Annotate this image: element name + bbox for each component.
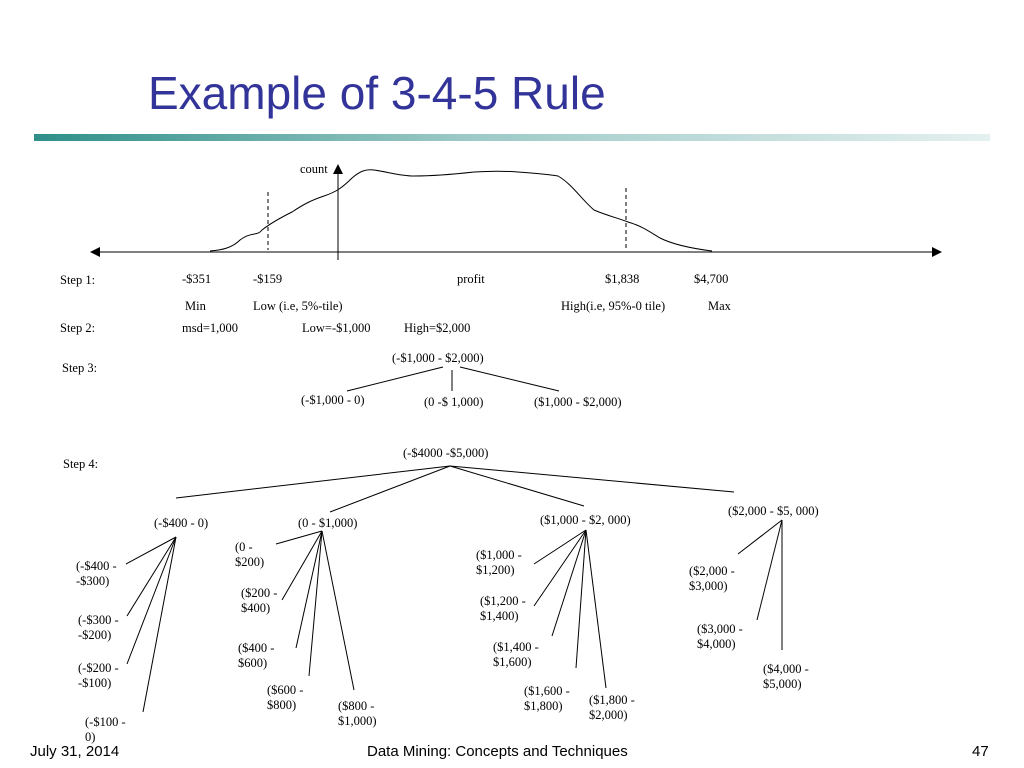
footer-title: Data Mining: Concepts and Techniques	[367, 743, 628, 760]
step1-label: Step 1:	[60, 273, 96, 287]
interval-label: ($3,000 - $4,000)	[697, 622, 743, 651]
max-label: Max	[708, 299, 731, 313]
high-value: $1,838	[605, 272, 640, 286]
interval-label: (-$100 - 0)	[85, 715, 126, 744]
count-axis-arrow	[333, 164, 343, 174]
interval-label: ($4,000 - $5,000)	[763, 662, 809, 691]
step2-high: High=$2,000	[404, 321, 471, 335]
step3-child: ($1,000 - $2,000)	[534, 395, 622, 409]
distribution-curve	[209, 169, 713, 252]
step4-root: (-$4000 -$5,000)	[403, 446, 489, 460]
high-label: High(i.e, 95%-0 tile)	[561, 299, 666, 313]
min-value: -$351	[182, 272, 212, 286]
interval-label: ($600 - $800)	[267, 683, 304, 712]
step4-group-label: (-$400 - 0)	[154, 516, 209, 530]
interval-label: (-$200 - -$100)	[78, 661, 119, 690]
count-label: count	[300, 162, 328, 176]
interval-label: ($1,400 - $1,600)	[493, 640, 539, 669]
page-number: 47	[972, 743, 989, 760]
step4-group-label: ($2,000 - $5, 000)	[728, 504, 819, 518]
axis-right-arrow	[932, 247, 942, 257]
step4-group-label: (0 - $1,000)	[298, 516, 358, 530]
profit-label: profit	[457, 272, 485, 286]
interval-label: (-$400 - -$300)	[76, 559, 117, 588]
interval-label: ($1,000 - $1,200)	[476, 548, 522, 577]
interval-label: ($200 - $400)	[241, 586, 278, 615]
interval-label: ($400 - $600)	[238, 641, 275, 670]
step3-label: Step 3:	[62, 361, 98, 375]
interval-label: ($2,000 - $3,000)	[689, 564, 735, 593]
low-value: -$159	[253, 272, 283, 286]
step3-child: (-$1,000 - 0)	[301, 393, 365, 407]
step2-low: Low=-$1,000	[302, 321, 371, 335]
interval-label: (0 - $200)	[235, 540, 265, 569]
low-label: Low (i.e, 5%-tile)	[253, 299, 343, 313]
title-underline	[34, 134, 990, 141]
interval-label: ($1,800 - $2,000)	[589, 693, 635, 722]
interval-label: (-$300 - -$200)	[78, 613, 119, 642]
slide-title: Example of 3-4-5 Rule	[148, 67, 606, 119]
msd-value: msd=1,000	[182, 321, 239, 335]
step2-label: Step 2:	[60, 321, 96, 335]
axis-left-arrow	[90, 247, 100, 257]
step4-group-label: ($1,000 - $2, 000)	[540, 513, 631, 527]
step3-child: (0 -$ 1,000)	[424, 395, 484, 409]
interval-label: ($1,600 - $1,800)	[524, 684, 570, 713]
max-value: $4,700	[694, 272, 729, 286]
footer-date: July 31, 2014	[30, 743, 120, 760]
step3-root: (-$1,000 - $2,000)	[392, 351, 484, 365]
min-label: Min	[185, 299, 206, 313]
interval-label: ($1,200 - $1,400)	[480, 594, 526, 623]
step4-label: Step 4:	[63, 457, 99, 471]
interval-label: ($800 - $1,000)	[338, 699, 377, 728]
